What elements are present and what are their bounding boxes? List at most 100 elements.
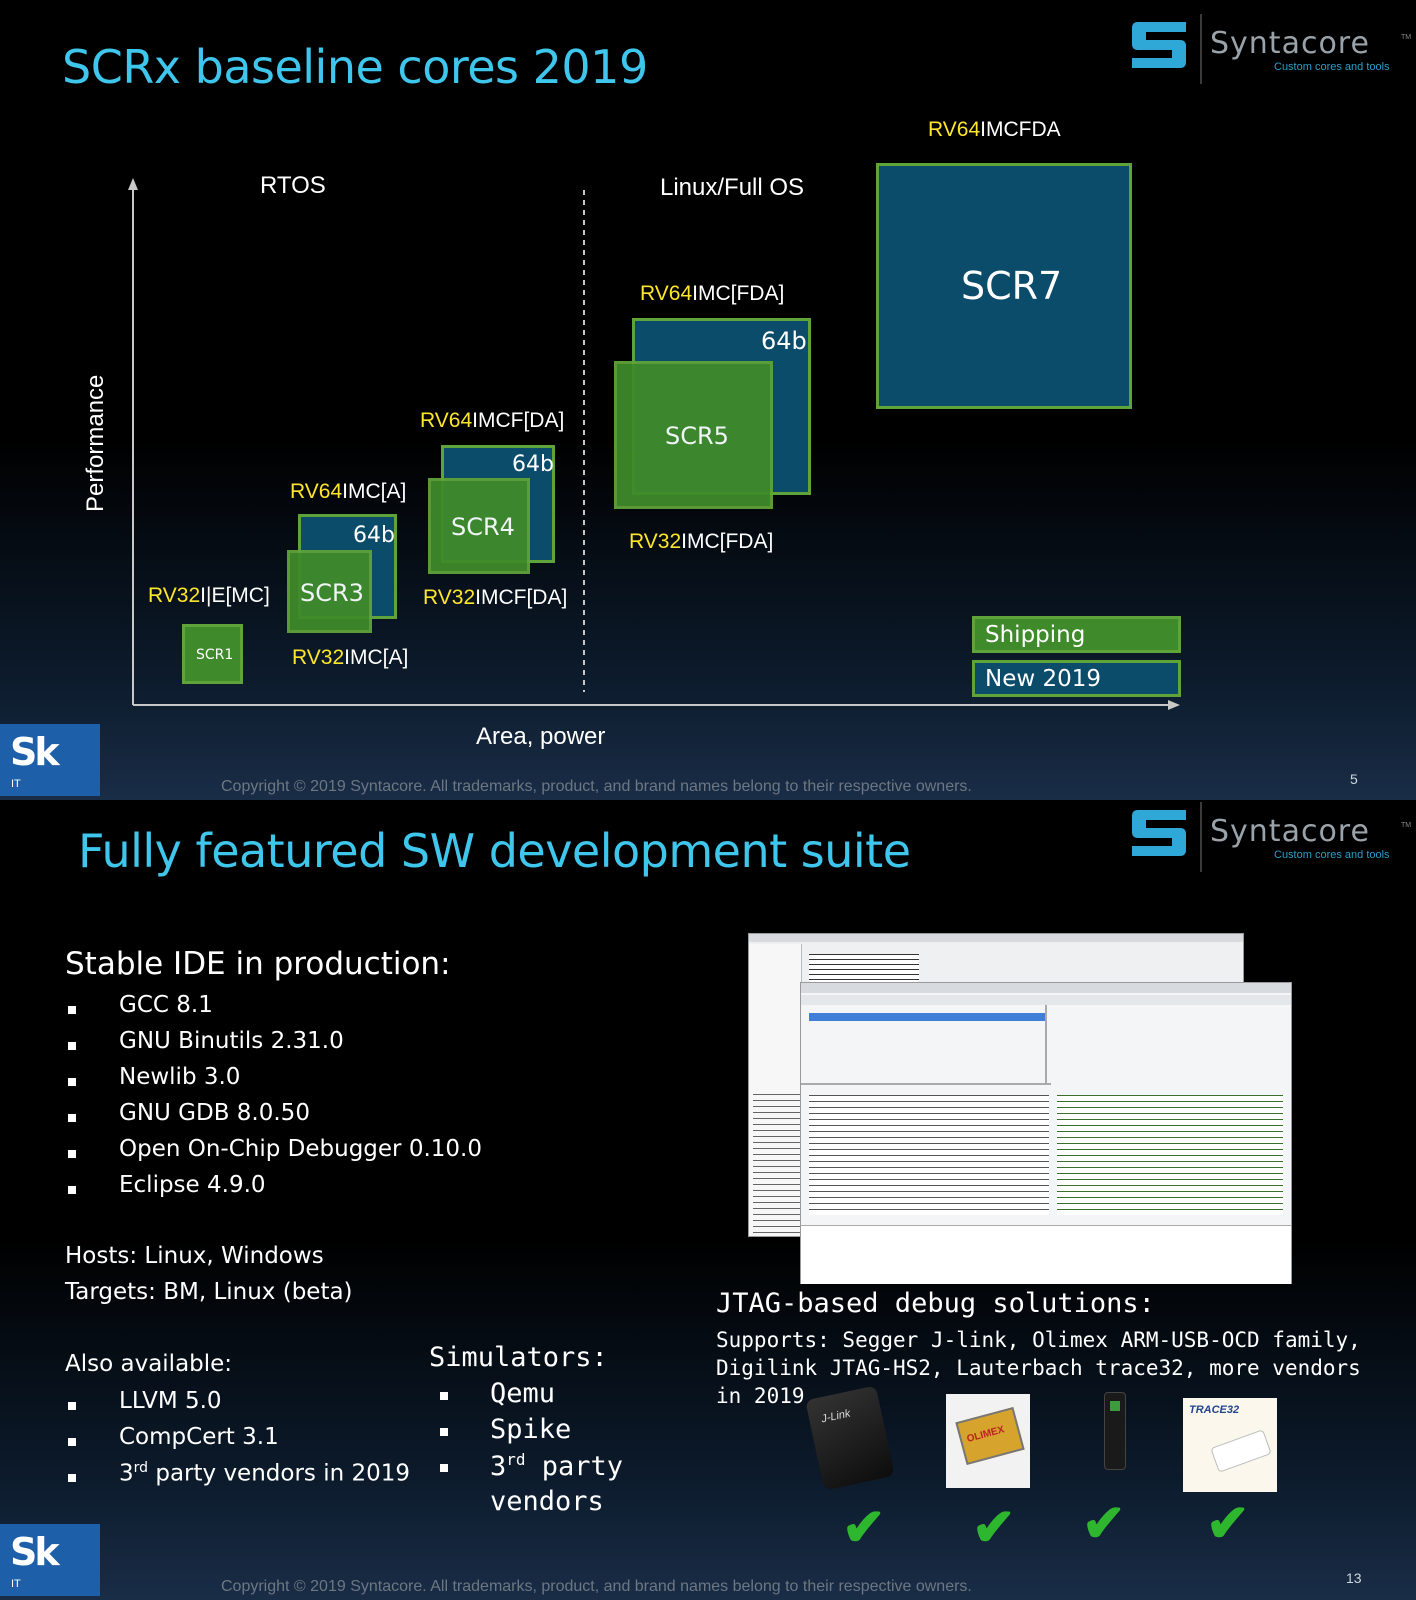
legend-new-label: New 2019 bbox=[985, 666, 1102, 692]
hs2-indicator bbox=[1110, 1401, 1120, 1411]
selected-row-highlight bbox=[809, 1013, 1045, 1021]
source-code-view bbox=[809, 1095, 1049, 1215]
jlink-label: J-Link bbox=[820, 1407, 852, 1426]
isa-label-scr7: RV64IMCFDA bbox=[928, 118, 1061, 141]
bullet-icon bbox=[440, 1392, 448, 1400]
jtag-heading: JTAG-based debug solutions: bbox=[716, 1288, 1155, 1319]
core-box-scr1: SCR1 bbox=[182, 624, 243, 684]
list-item-third-party: 3rd party vendors in 2019 bbox=[119, 1460, 411, 1487]
brand-tagline: Custom cores and tools bbox=[1274, 849, 1390, 861]
logo-divider bbox=[1200, 14, 1202, 84]
trademark-mark: TM bbox=[1401, 34, 1412, 41]
page-number: 13 bbox=[1346, 1570, 1362, 1586]
x-axis-label: Area, power bbox=[476, 723, 606, 750]
jtag-text-line-1: Supports: Segger J-link, Olimex ARM-USB-… bbox=[716, 1328, 1361, 1352]
core-name-scr7: SCR7 bbox=[961, 264, 1063, 308]
legend-shipping: Shipping bbox=[972, 616, 1181, 653]
trademark-mark: TM bbox=[1401, 822, 1412, 829]
checkmark-icon: ✔ bbox=[1206, 1495, 1250, 1553]
bullet-icon bbox=[68, 1150, 76, 1158]
trace32-probe-image: TRACE32 bbox=[1183, 1398, 1277, 1492]
trace32-device bbox=[1210, 1429, 1272, 1473]
list-item-third-party: 3rd party bbox=[490, 1450, 624, 1482]
jlink-probe-image: J-Link bbox=[805, 1385, 895, 1491]
list-item: Open On-Chip Debugger 0.10.0 bbox=[119, 1136, 482, 1162]
core-box-scr3-32b: SCR3 bbox=[287, 550, 372, 633]
list-item: Qemu bbox=[490, 1378, 556, 1409]
eclipse-screenshot-front bbox=[800, 982, 1292, 1284]
bullet-icon bbox=[68, 1474, 76, 1482]
page-title: SCRx baseline cores 2019 bbox=[62, 40, 648, 94]
bullet-icon bbox=[68, 1186, 76, 1194]
simulators-heading: Simulators: bbox=[429, 1342, 608, 1373]
list-item: GNU Binutils 2.31.0 bbox=[119, 1028, 344, 1054]
olimex-device: OLIMEX bbox=[955, 1406, 1025, 1466]
bullet-icon bbox=[440, 1428, 448, 1436]
skolkovo-logo: Sk IT bbox=[0, 1524, 100, 1596]
bullet-icon bbox=[68, 1006, 76, 1014]
jtag-text-line-3: in 2019 bbox=[716, 1384, 805, 1408]
bullet-icon bbox=[440, 1464, 448, 1472]
copyright-notice: Copyright © 2019 Syntacore. All trademar… bbox=[221, 778, 972, 795]
hosts-text: Hosts: Linux, Windows bbox=[65, 1243, 324, 1269]
core-box-scr5-32b: SCR5 bbox=[614, 361, 773, 509]
bits-label-scr5: 64b bbox=[761, 327, 807, 355]
region-label-rtos: RTOS bbox=[260, 172, 326, 199]
skolkovo-logo: Sk IT bbox=[0, 724, 100, 796]
sk-logo-text: Sk bbox=[10, 1530, 60, 1574]
targets-text: Targets: BM, Linux (beta) bbox=[65, 1279, 353, 1305]
bullet-icon bbox=[68, 1042, 76, 1050]
isa32-label-scr3: RV32IMC[A] bbox=[292, 646, 409, 669]
brand-tagline: Custom cores and tools bbox=[1274, 61, 1390, 73]
disassembly-view bbox=[1057, 1095, 1283, 1215]
syntacore-s-icon bbox=[1132, 810, 1186, 856]
isa64-label-scr3: RV64IMC[A] bbox=[290, 480, 407, 503]
trace32-label: TRACE32 bbox=[1189, 1404, 1240, 1416]
y-axis-label: Performance bbox=[82, 374, 109, 512]
isa-label-scr1: RV32I|E[MC] bbox=[148, 584, 270, 607]
bullet-icon bbox=[68, 1078, 76, 1086]
y-axis-arrow bbox=[128, 178, 138, 190]
legend-shipping-label: Shipping bbox=[985, 622, 1086, 648]
bits-label-scr3: 64b bbox=[353, 523, 395, 548]
jtag-text-line-2: Digilink JTAG-HS2, Lauterbach trace32, m… bbox=[716, 1356, 1361, 1380]
toolbar-strip bbox=[801, 995, 1291, 1005]
brand-name: Syntacore bbox=[1210, 814, 1370, 849]
copyright-notice: Copyright © 2019 Syntacore. All trademar… bbox=[221, 1578, 972, 1595]
checkmark-icon: ✔ bbox=[1082, 1495, 1126, 1553]
isa64-label-scr4: RV64IMCF[DA] bbox=[420, 409, 565, 432]
page-number: 5 bbox=[1350, 771, 1358, 787]
bullet-icon bbox=[68, 1438, 76, 1446]
also-available-heading: Also available: bbox=[65, 1351, 233, 1377]
isa64-label-scr5: RV64IMC[FDA] bbox=[640, 282, 785, 305]
list-item-continued: vendors bbox=[490, 1486, 604, 1517]
slide-sw-suite: Fully featured SW development suite Synt… bbox=[0, 800, 1416, 1600]
panel-divider bbox=[1045, 1005, 1047, 1085]
x-axis-arrow bbox=[1168, 700, 1180, 710]
core-name-scr5: SCR5 bbox=[665, 422, 729, 450]
sk-logo-subtext: IT bbox=[11, 1578, 21, 1590]
core-name-scr4: SCR4 bbox=[451, 513, 515, 541]
list-item: CompCert 3.1 bbox=[119, 1424, 279, 1450]
sk-logo-text: Sk bbox=[10, 730, 60, 774]
isa32-label-scr4: RV32IMCF[DA] bbox=[423, 586, 568, 609]
isa32-label-scr5: RV32IMC[FDA] bbox=[629, 530, 774, 553]
checkmark-icon: ✔ bbox=[842, 1499, 886, 1557]
window-titlebar bbox=[749, 934, 1243, 942]
olimex-probe-image: OLIMEX bbox=[946, 1394, 1030, 1488]
bullet-icon bbox=[68, 1114, 76, 1122]
list-item: GCC 8.1 bbox=[119, 992, 213, 1018]
ide-heading: Stable IDE in production: bbox=[65, 946, 451, 982]
region-label-linux: Linux/Full OS bbox=[660, 174, 805, 201]
jtag-hs2-probe-image bbox=[1104, 1392, 1126, 1470]
list-item: Newlib 3.0 bbox=[119, 1064, 241, 1090]
bullet-icon bbox=[68, 1402, 76, 1410]
checkmark-icon: ✔ bbox=[972, 1499, 1016, 1557]
legend-new: New 2019 bbox=[972, 660, 1181, 697]
slide-scrx-cores: SCRx baseline cores 2019 Syntacore Custo… bbox=[0, 0, 1416, 800]
core-box-scr7: SCR7 bbox=[876, 163, 1132, 409]
core-box-scr4-32b: SCR4 bbox=[428, 478, 530, 574]
bits-label-scr4: 64b bbox=[512, 452, 554, 477]
console-panel bbox=[801, 1225, 1291, 1284]
brand-name: Syntacore bbox=[1210, 26, 1370, 61]
